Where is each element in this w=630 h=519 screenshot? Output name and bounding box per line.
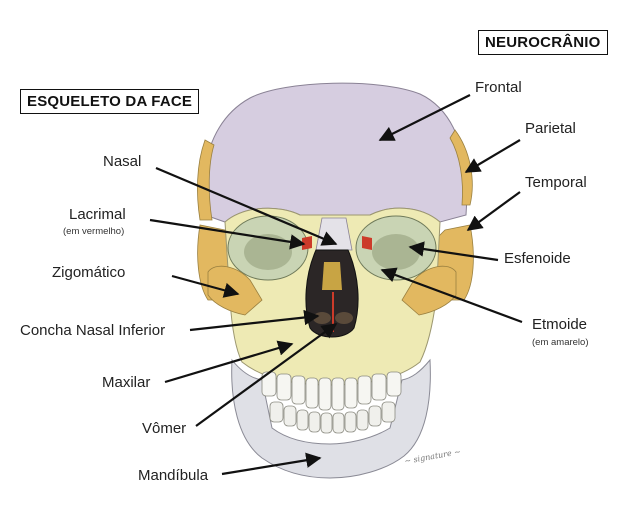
arrow-zigomatico [171,274,240,298]
label-frontal: Frontal [475,79,522,96]
label-nasal: Nasal [103,153,142,170]
title-esqueleto-da-face: ESQUELETO DA FACE [20,89,200,114]
cranium-vault [202,82,468,223]
arrow-temporal [466,191,521,231]
label-etmoide-note: (em amarelo) [532,337,589,348]
label-etmoide: Etmoide [532,316,588,333]
nasal-bone [315,217,353,251]
label-concha-nasal-inferior: Concha Nasal Inferior [20,322,166,339]
label-mandibula: Mandíbula [138,467,209,484]
lower-teeth [269,401,396,434]
title-neurocranio: NEUROCRÂNIO [478,30,608,55]
upper-teeth [261,371,402,411]
arrow-lacrimal [149,218,306,250]
label-vomer: Vômer [142,420,187,437]
temporal-left [197,139,215,221]
arrow-esfenoide [408,241,499,262]
arrow-concha [189,309,320,332]
arrow-etmoide [380,267,523,324]
arrow-frontal [378,94,471,141]
zygomatic-right [401,265,457,316]
label-temporal: Temporal [525,174,587,191]
label-esfenoide: Esfenoide [504,250,571,267]
ethmoid-bone [322,262,342,290]
arrow-vomer [195,323,338,427]
arrow-maxilar [164,340,294,384]
arrow-mandibula [221,452,322,476]
arrow-nasal [155,166,338,246]
label-lacrimal: Lacrimal [69,206,126,223]
label-maxilar: Maxilar [102,374,151,391]
parietal-right [449,129,473,206]
mandible-bone [231,358,431,479]
lacrimal-right [362,236,372,250]
label-zigomatico: Zigomático [52,264,126,281]
label-lacrimal-note: (em vermelho) [63,226,125,237]
arrow-parietal [464,139,521,173]
label-parietal: Parietal [525,120,576,137]
pointer-arrows [149,94,523,476]
inferior-concha [313,312,331,324]
